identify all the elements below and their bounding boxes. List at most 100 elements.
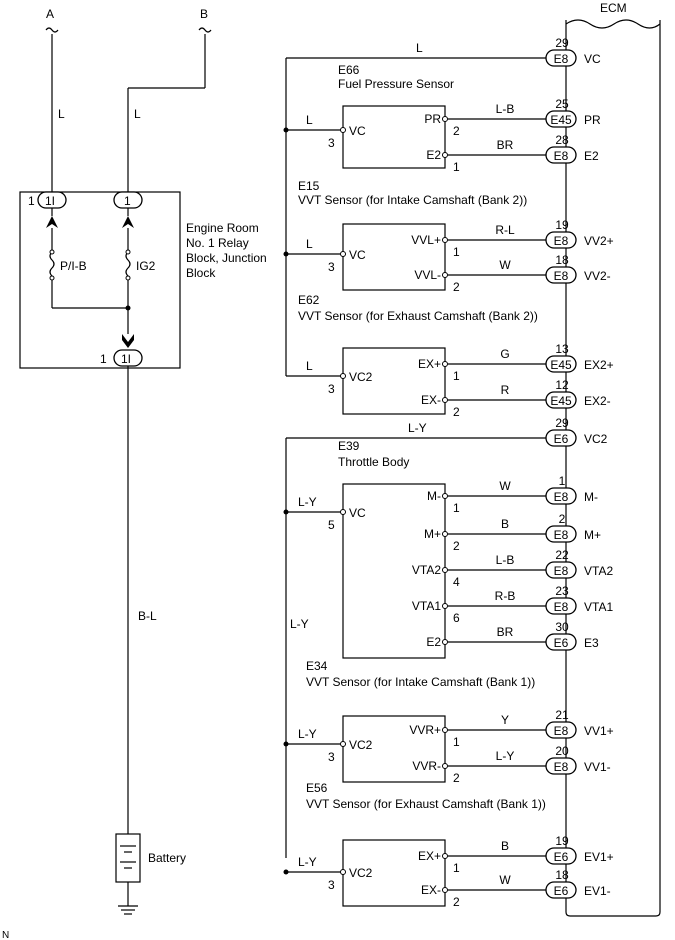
sensor-e56-pin-1-ecm-label: EV1-: [584, 884, 611, 898]
terminal-chevron-icon: [122, 334, 134, 348]
feed-a-label: A: [46, 7, 54, 21]
sensor-e62-pin-0-num: 1: [453, 369, 460, 383]
sensor-e39-pin-1-wire-color: B: [501, 517, 509, 531]
bus-0-ecm-label: VC: [584, 52, 601, 66]
sensor-e66-supply-wire-color: L: [306, 113, 313, 127]
sensor-e15-pin-1-wire-color: W: [499, 258, 511, 272]
sensor-e66-supply-junction: [283, 127, 289, 133]
relay-block-label-3: Block, Junction: [186, 251, 267, 265]
sensor-e56-pin-0-ecm-label: EV1+: [584, 850, 614, 864]
sensor-e62-box: [342, 347, 446, 415]
sensor-e62-pin-0-connector-label: E45: [550, 358, 572, 372]
bus-1-ecm-pin: 29: [555, 416, 569, 430]
sensor-e62-pin-0-name: EX+: [418, 357, 441, 371]
sensor-e66-pin-0-connector: [545, 110, 577, 128]
relay-block-label-2: No. 1 Relay: [186, 236, 249, 250]
fuse-ig2-icon: [125, 251, 131, 277]
sensor-e66-supply-pin-num: 3: [328, 136, 335, 150]
sensor-e15-pin-1-name: VVL-: [414, 268, 441, 282]
sensor-e39-pin-2-connector-label: E8: [554, 564, 569, 578]
sensor-e56-pin-1-num: 2: [453, 895, 460, 909]
battery-icon: [115, 833, 141, 883]
sensor-e62-pin-1-ecm-pin: 12: [555, 378, 569, 392]
sensor-e56-supply-pin: [340, 869, 346, 875]
sensor-e66-pin-0-ecm-pin: 25: [555, 97, 569, 111]
sensor-e66-pin-1-ecm-pin: 28: [555, 133, 569, 147]
sensor-e66-pin-1-num: 1: [453, 160, 460, 174]
sensor-e62-supply-label: VC2: [349, 370, 373, 384]
sensor-e39-pin-1-ecm-pin: 2: [559, 512, 566, 526]
sensor-e34-id: E34: [306, 659, 328, 673]
sensor-e62-pin-1-terminal: [442, 397, 448, 403]
sensor-e56-pin-1-connector-label: E6: [554, 884, 569, 898]
bus-0-connector-label: E8: [554, 52, 569, 66]
sensor-e39-pin-1-ecm-label: M+: [584, 528, 601, 542]
sensor-e34-supply-pin: [340, 741, 346, 747]
sensor-e34-box: [342, 715, 446, 783]
sensor-e62-pin-0-terminal: [442, 361, 448, 367]
sensor-e15-pin-0-ecm-pin: 19: [555, 218, 569, 232]
sensor-e15-supply-junction: [283, 251, 289, 257]
sensor-e62-pin-0-ecm-pin: 13: [555, 342, 569, 356]
sensor-e34-pin-1-wire-color: L-Y: [496, 749, 515, 763]
sensor-e15-pin-1-terminal: [442, 272, 448, 278]
sensor-e15-pin-1-num: 2: [453, 280, 460, 294]
sensor-e15-pin-0-wire-color: R-L: [495, 223, 515, 237]
sensor-e39-pin-0-name: M-: [427, 489, 441, 503]
sensor-e39-supply-wire-color: L-Y: [298, 495, 317, 509]
fuse-pib-label: P/I-B: [60, 259, 87, 273]
connector-1i-bottom-label: 1I: [121, 352, 131, 366]
sensor-e34-supply-junction: [283, 741, 289, 747]
wire-out-color: B-L: [138, 609, 157, 623]
sensor-e39-pin-2-wire-color: L-B: [496, 553, 515, 567]
sensor-e56-pin-1-name: EX-: [421, 883, 441, 897]
sensor-e39-pin-3-name: VTA1: [412, 599, 441, 613]
relay-block-box: [19, 191, 181, 369]
sensor-e62-pin-1-wire-color: R: [501, 383, 510, 397]
sensor-e66-supply-pin: [340, 127, 346, 133]
sensor-e34-pin-0-connector-label: E8: [554, 724, 569, 738]
sensor-e56-pin-0-name: EX+: [418, 849, 441, 863]
sensor-e39-pin-4-connector: [545, 633, 577, 651]
sensor-e15-supply-wire-color: L: [306, 237, 313, 251]
sensor-e15-name: VVT Sensor (for Intake Camshaft (Bank 2)…: [298, 193, 527, 207]
sensor-e56-name: VVT Sensor (for Exhaust Camshaft (Bank 1…: [306, 797, 546, 811]
sensor-e39-pin-3-wire-color: R-B: [495, 589, 516, 603]
bus-wire-color-0: L: [416, 41, 423, 55]
sensor-e56-id: E56: [306, 781, 328, 795]
wire-a-color: L: [58, 107, 65, 121]
sensor-e15-pin-1-connector-label: E8: [554, 269, 569, 283]
sensor-e62-pin-1-connector: [545, 391, 577, 409]
terminal-arrow-icon: [122, 216, 134, 228]
sensor-e56-supply-wire-color: L-Y: [298, 855, 317, 869]
sensor-e66-supply-label: VC: [349, 124, 366, 138]
sensor-e66-pin-1-connector-label: E8: [554, 149, 569, 163]
sensor-e62-id: E62: [298, 293, 320, 307]
sensor-e66-pin-0-wire-color: L-B: [496, 102, 515, 116]
wire-b-color: L: [134, 107, 141, 121]
sensor-e34-pin-1-ecm-pin: 20: [555, 744, 569, 758]
bus-1-ecm-label: VC2: [584, 432, 608, 446]
sensor-e62-pin-0-connector: [545, 355, 577, 373]
battery-label: Battery: [148, 851, 186, 865]
sensor-e62-pin-1-connector-label: E45: [550, 394, 572, 408]
sensor-e56-pin-1-terminal: [442, 887, 448, 893]
sensor-e39-id: E39: [338, 439, 360, 453]
bus-0-connector: [545, 49, 577, 67]
sensor-e34-supply-pin-num: 3: [328, 750, 335, 764]
sensor-e34-pin-0-terminal: [442, 727, 448, 733]
sensor-e56-pin-1-ecm-pin: 18: [555, 868, 569, 882]
sensor-e39-pin-0-ecm-pin: 1: [559, 474, 566, 488]
sensor-e34-pin-1-num: 2: [453, 771, 460, 785]
sensor-e15-pin-1-connector: [545, 266, 577, 284]
sensor-e34-supply-wire-color: L-Y: [298, 727, 317, 741]
sensor-e39-pin-2-ecm-pin: 22: [555, 548, 569, 562]
sensor-e39-pin-0-connector-label: E8: [554, 490, 569, 504]
sensor-e34-pin-0-name: VVR+: [409, 723, 441, 737]
sensor-e15-pin-0-name: VVL+: [411, 233, 441, 247]
sensor-e56-box: [342, 839, 446, 907]
sensor-e39-pin-4-wire-color: BR: [497, 625, 514, 639]
sensor-e34-pin-1-name: VVR-: [412, 759, 441, 773]
